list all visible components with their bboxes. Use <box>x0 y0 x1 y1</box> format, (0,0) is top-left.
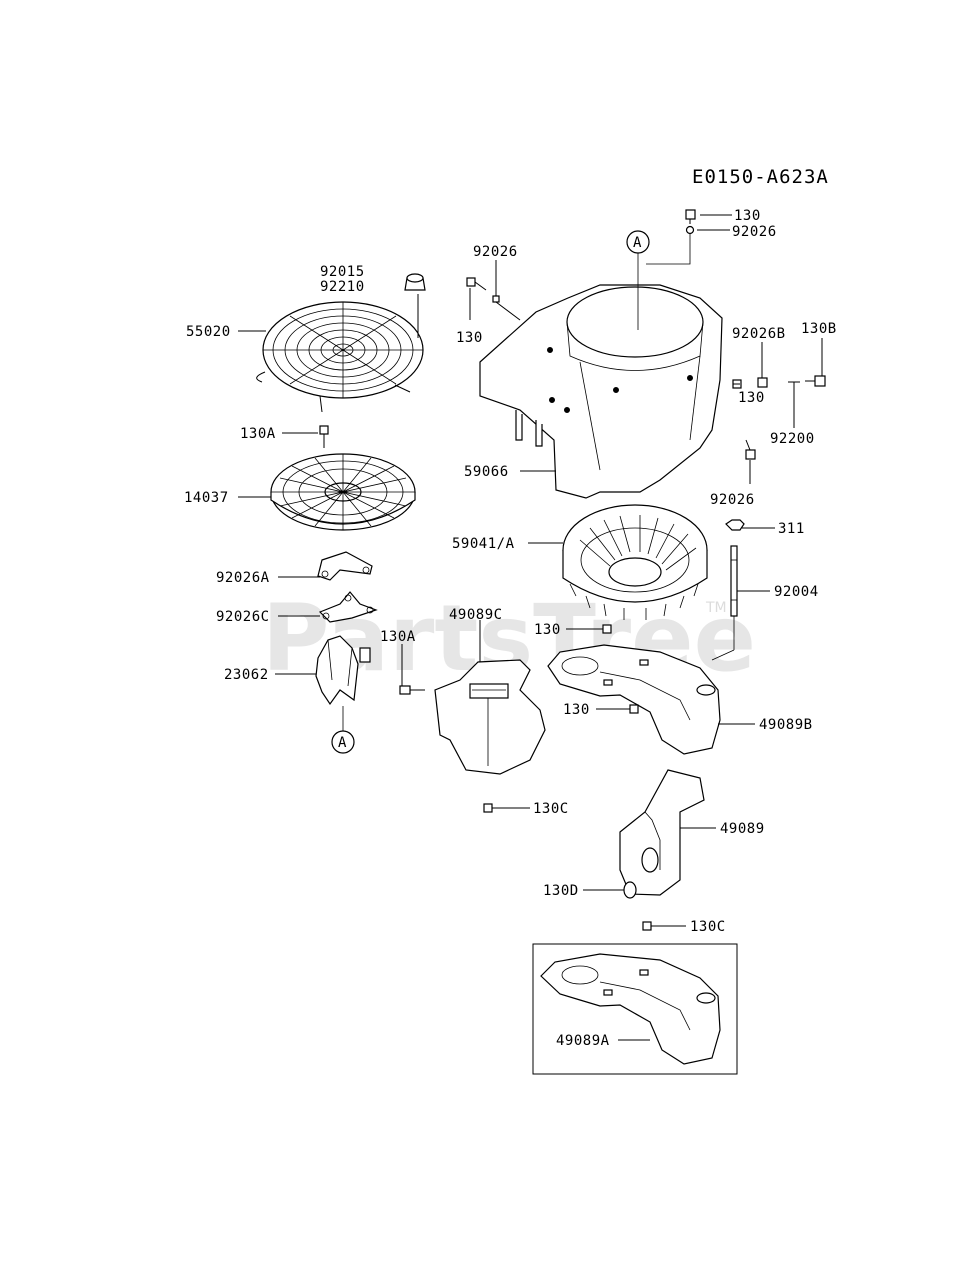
bolt-130A-mid[interactable] <box>399 685 425 695</box>
label-14037[interactable]: 14037 <box>184 490 229 506</box>
blower-housing-59066[interactable] <box>479 284 723 499</box>
rotating-screen-55020[interactable] <box>256 301 424 413</box>
label-130[interactable]: 130 <box>734 208 761 224</box>
bolt-130-left[interactable] <box>466 277 487 291</box>
bolt-130-top[interactable] <box>685 209 696 224</box>
bolt-130C-low[interactable] <box>642 921 652 931</box>
bolt-130C-mid[interactable] <box>483 803 493 813</box>
label-130A[interactable]: 130A <box>380 629 416 645</box>
plate-92026C[interactable] <box>318 591 378 623</box>
label-55020[interactable]: 55020 <box>186 324 231 340</box>
washer-92026-top[interactable] <box>685 225 695 235</box>
label-49089A[interactable]: 49089A <box>556 1033 610 1049</box>
cap-92015[interactable] <box>404 273 426 291</box>
diagram-code: E0150-A623A <box>692 166 829 188</box>
label-92004[interactable]: 92004 <box>774 584 819 600</box>
label-92015[interactable]: 92015 <box>320 264 365 280</box>
bolt-130A-top[interactable] <box>319 425 329 448</box>
bolt-130-shroud[interactable] <box>629 704 639 714</box>
callout-A-bottom: A <box>331 706 355 754</box>
spacer-92026B[interactable] <box>757 377 768 388</box>
label-92026B[interactable]: 92026B <box>732 326 786 342</box>
fan-screen-14037[interactable] <box>270 453 416 531</box>
label-130C[interactable]: 130C <box>690 919 726 935</box>
washer-92026-left[interactable] <box>492 295 500 303</box>
callout-A-top: A <box>626 230 691 330</box>
label-130[interactable]: 130 <box>563 702 590 718</box>
label-130D[interactable]: 130D <box>543 883 579 899</box>
label-130A[interactable]: 130A <box>240 426 276 442</box>
bolt-130D[interactable] <box>623 881 637 899</box>
bolt-130-mid[interactable] <box>602 624 612 634</box>
label-92026[interactable]: 92026 <box>473 244 518 260</box>
baffle-49089B[interactable] <box>547 644 721 755</box>
label-92026[interactable]: 92026 <box>732 224 777 240</box>
label-49089[interactable]: 49089 <box>720 821 765 837</box>
label-49089C[interactable]: 49089C <box>449 607 503 623</box>
label-130[interactable]: 130 <box>738 390 765 406</box>
baffle-49089[interactable] <box>619 769 705 896</box>
svg-text:A: A <box>633 235 642 251</box>
stud-92004[interactable] <box>730 545 738 617</box>
watermark-trademark: TM <box>705 600 727 616</box>
label-92026C[interactable]: 92026C <box>216 609 270 625</box>
nut-311[interactable] <box>725 519 745 531</box>
label-59041-A[interactable]: 59041/A <box>452 536 515 552</box>
bolt-92026-lower[interactable] <box>745 439 756 460</box>
plate-92026A[interactable] <box>317 551 373 581</box>
label-23062[interactable]: 23062 <box>224 667 269 683</box>
label-130C[interactable]: 130C <box>533 801 569 817</box>
label-130[interactable]: 130 <box>534 622 561 638</box>
part-labels: 130 92026 92026 92015 92210 55020 130 92… <box>184 208 837 1049</box>
label-49089B[interactable]: 49089B <box>759 717 813 733</box>
inset-frame <box>532 943 738 1075</box>
flywheel-fan-59041A[interactable] <box>562 504 708 620</box>
label-311[interactable]: 311 <box>778 521 805 537</box>
bolt-130B[interactable] <box>805 375 826 387</box>
label-130[interactable]: 130 <box>456 330 483 346</box>
label-130B[interactable]: 130B <box>801 321 837 337</box>
label-92026[interactable]: 92026 <box>710 492 755 508</box>
label-92210[interactable]: 92210 <box>320 279 365 295</box>
svg-text:A: A <box>338 735 347 751</box>
label-92200[interactable]: 92200 <box>770 431 815 447</box>
label-92026A[interactable]: 92026A <box>216 570 270 586</box>
leader-lines <box>238 214 823 1041</box>
bracket-23062[interactable] <box>315 635 371 706</box>
label-59066[interactable]: 59066 <box>464 464 509 480</box>
baffle-49089C[interactable] <box>434 659 546 775</box>
baffle-49089A[interactable] <box>540 953 721 1065</box>
